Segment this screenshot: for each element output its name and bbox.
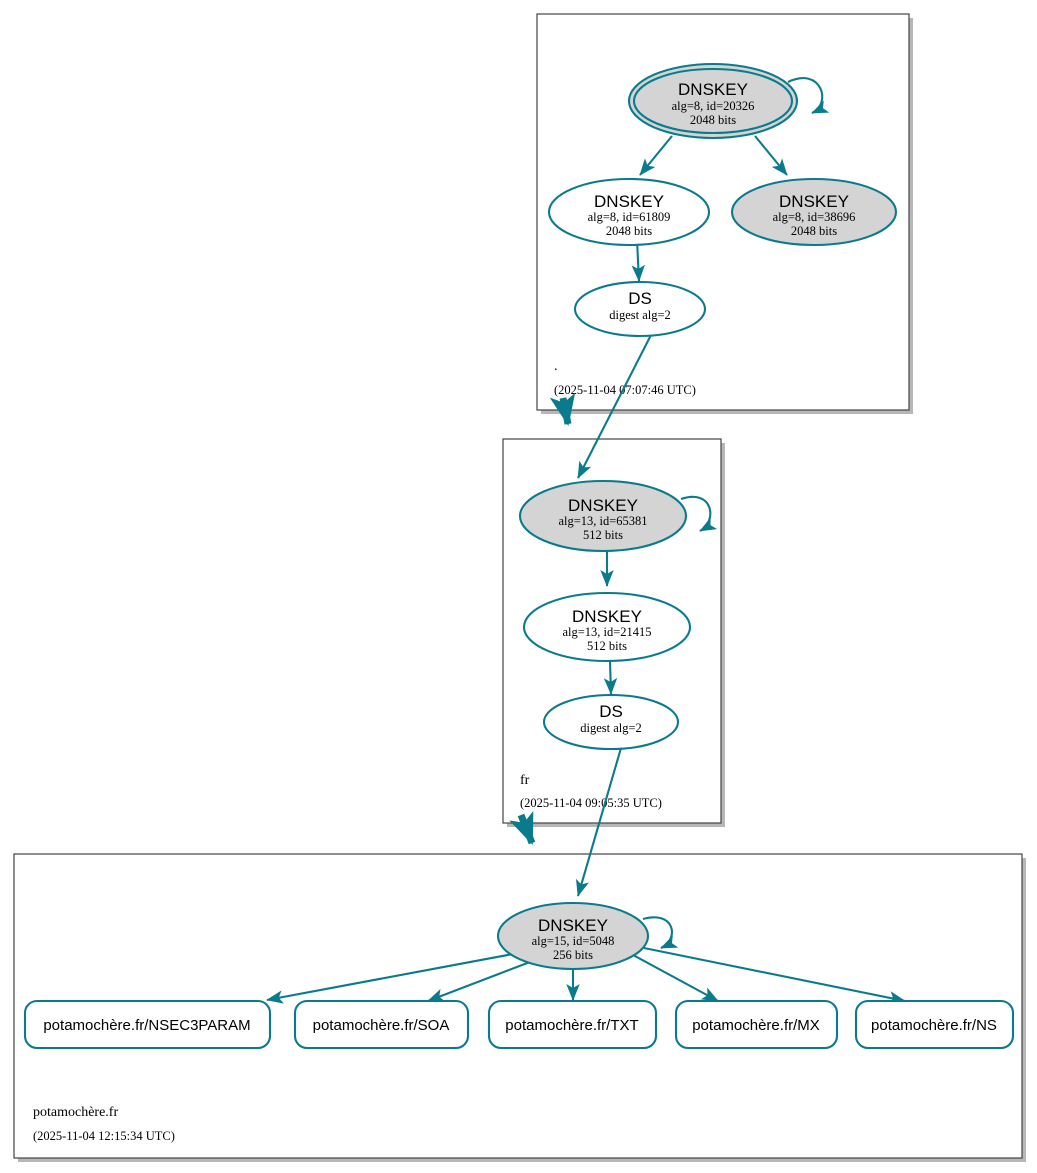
- edge-potamochere-ksk-self-sign: [642, 916, 679, 949]
- edge-fr-ksk-self-sign: [680, 495, 718, 532]
- zone-potamochere-name: potamochère.fr: [33, 1105, 118, 1120]
- node-root-ds[interactable]: DS digest alg=2: [573, 280, 707, 338]
- zone-fr-name: fr: [520, 773, 530, 788]
- node-fr-ds-params: digest alg=2: [580, 721, 642, 735]
- node-fr-dnskey-65381-params: alg=13, id=65381: [558, 514, 647, 528]
- edge-delegation-fr-to-potamochere: [509, 810, 536, 845]
- node-root-ds-title: DS: [628, 289, 652, 308]
- node-root-dnskey-61809[interactable]: DNSKEY alg=8, id=61809 2048 bits: [547, 177, 711, 247]
- edge-delegation-root-to-fr: [549, 392, 576, 427]
- edge-potamochere-ksk-to-soa: [427, 961, 531, 1002]
- edge-root-ksk-self-sign: [787, 77, 830, 114]
- rrset-nsec3param[interactable]: potamochère.fr/NSEC3PARAM: [23, 999, 272, 1050]
- node-root-dnskey-20326-inner-ellipse: [632, 67, 794, 135]
- node-fr-dnskey-21415-params: alg=13, id=21415: [562, 625, 651, 639]
- node-root-ds-params: digest alg=2: [609, 308, 671, 322]
- edge-root-ksk-to-ksk38696: [754, 135, 788, 176]
- node-fr-ds-ellipse: [542, 693, 680, 751]
- rrset-ns-label: potamochère.fr/NS: [871, 1017, 997, 1034]
- node-potamochere-dnskey-5048-title: DNSKEY: [538, 916, 608, 935]
- node-root-dnskey-61809-title: DNSKEY: [594, 192, 664, 211]
- zone-root: DNSKEY alg=8, id=20326 2048 bits DNSKEY …: [536, 13, 913, 414]
- edge-root-ksk-to-zsk61809: [639, 135, 673, 176]
- rrset-txt-box: [487, 999, 658, 1050]
- node-root-dnskey-20326[interactable]: DNSKEY alg=8, id=20326 2048 bits: [627, 62, 799, 140]
- rrset-ns-box: [854, 999, 1015, 1050]
- edge-root-zsk-to-ds: [631, 239, 645, 282]
- node-root-dnskey-20326-params: alg=8, id=20326: [672, 99, 755, 113]
- edge-root-ds-to-fr-ksk: [577, 334, 652, 479]
- node-root-dnskey-20326-title: DNSKEY: [678, 80, 748, 99]
- rrset-soa-box: [293, 999, 470, 1050]
- edge-potamochere-ksk-to-mx: [632, 954, 719, 1002]
- node-fr-dnskey-65381-title: DNSKEY: [568, 496, 638, 515]
- rrset-nsec3param-label: potamochère.fr/NSEC3PARAM: [43, 1017, 250, 1034]
- node-fr-ds-title: DS: [599, 702, 623, 721]
- node-root-dnskey-38696-title: DNSKEY: [779, 192, 849, 211]
- rrset-txt[interactable]: potamochère.fr/TXT: [487, 999, 658, 1050]
- node-fr-ds[interactable]: DS digest alg=2: [542, 693, 680, 751]
- rrset-txt-label: potamochère.fr/TXT: [505, 1017, 638, 1034]
- zone-potamochere: DNSKEY alg=15, id=5048 256 bits potamoch…: [13, 747, 1026, 1162]
- node-potamochere-dnskey-5048[interactable]: DNSKEY alg=15, id=5048 256 bits: [496, 901, 650, 971]
- node-root-ds-ellipse: [573, 280, 707, 338]
- zone-root-timestamp: (2025-11-04 07:07:46 UTC): [554, 383, 696, 397]
- rrset-soa[interactable]: potamochère.fr/SOA: [293, 999, 470, 1050]
- edge-fr-ds-to-potamochere-ksk: [575, 747, 623, 897]
- node-fr-dnskey-21415[interactable]: DNSKEY alg=13, id=21415 512 bits: [522, 591, 692, 663]
- node-root-dnskey-38696-size: 2048 bits: [791, 224, 837, 238]
- node-potamochere-dnskey-5048-ellipse: [496, 901, 650, 971]
- node-root-dnskey-38696-ellipse: [730, 177, 898, 247]
- edge-potamochere-ksk-to-nsec3param: [266, 952, 514, 1004]
- node-fr-dnskey-65381[interactable]: DNSKEY alg=13, id=65381 512 bits: [518, 479, 688, 553]
- node-fr-dnskey-65381-size: 512 bits: [583, 528, 623, 542]
- zone-fr: DNSKEY alg=13, id=65381 512 bits DNSKEY …: [502, 334, 725, 827]
- node-root-dnskey-61809-params: alg=8, id=61809: [588, 210, 671, 224]
- node-potamochere-dnskey-5048-size: 256 bits: [553, 948, 593, 962]
- node-fr-dnskey-21415-title: DNSKEY: [572, 607, 642, 626]
- node-root-dnskey-61809-ellipse: [547, 177, 711, 247]
- node-root-dnskey-38696[interactable]: DNSKEY alg=8, id=38696 2048 bits: [730, 177, 898, 247]
- node-root-dnskey-38696-params: alg=8, id=38696: [773, 210, 856, 224]
- node-fr-dnskey-21415-ellipse: [522, 591, 692, 663]
- rrset-mx[interactable]: potamochère.fr/MX: [674, 999, 839, 1050]
- edge-potamochere-ksk-to-ns: [643, 946, 906, 1005]
- zone-fr-timestamp: (2025-11-04 09:05:35 UTC): [520, 796, 662, 810]
- edge-fr-zsk-to-ds: [603, 660, 618, 695]
- rrset-mx-box: [674, 999, 839, 1050]
- node-root-dnskey-20326-size: 2048 bits: [690, 113, 736, 127]
- rrset-mx-label: potamochère.fr/MX: [692, 1017, 820, 1034]
- zone-root-name: .: [554, 359, 558, 374]
- zone-potamochere-timestamp: (2025-11-04 12:15:34 UTC): [33, 1129, 175, 1143]
- rrset-ns[interactable]: potamochère.fr/NS: [854, 999, 1015, 1050]
- node-fr-dnskey-21415-size: 512 bits: [587, 639, 627, 653]
- node-fr-dnskey-65381-ellipse: [518, 479, 688, 553]
- rrset-soa-label: potamochère.fr/SOA: [313, 1017, 450, 1034]
- node-root-dnskey-61809-size: 2048 bits: [606, 224, 652, 238]
- rrset-nsec3param-box: [23, 999, 272, 1050]
- node-potamochere-dnskey-5048-params: alg=15, id=5048: [532, 934, 615, 948]
